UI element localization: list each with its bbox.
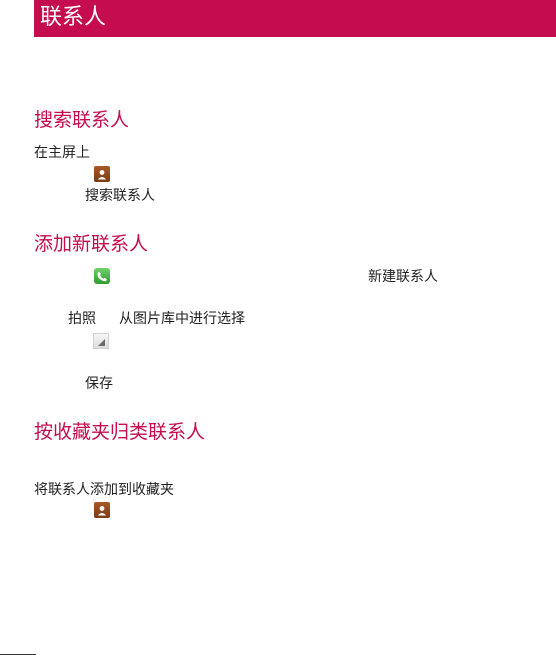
section-title-search: 搜索联系人 — [34, 109, 130, 131]
search-step-1: 在主屏上 — [34, 145, 90, 161]
phone-icon — [94, 268, 110, 284]
section-title-favorites: 按收藏夹归类联系人 — [34, 421, 206, 443]
page-title: 联系人 — [40, 5, 107, 30]
search-step-2: 搜索联系人 — [85, 188, 155, 204]
section-title-add: 添加新联系人 — [34, 233, 149, 255]
gallery-option: 从图片库中进行选择 — [119, 311, 245, 327]
save-label: 保存 — [85, 376, 113, 392]
photo-placeholder-icon — [93, 333, 109, 349]
favorites-step-1: 将联系人添加到收藏夹 — [34, 482, 174, 498]
contacts-icon — [94, 166, 110, 182]
header-banner: 联系人 — [34, 0, 556, 37]
new-contact-label: 新建联系人 — [368, 269, 438, 285]
photo-option: 拍照 — [68, 311, 96, 327]
contacts-icon — [94, 502, 110, 518]
